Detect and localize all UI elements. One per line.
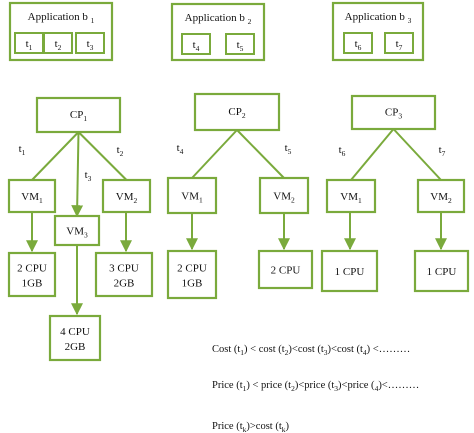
cluster2-vm-box-1: [166, 176, 218, 215]
task-label-4: t4: [193, 39, 200, 53]
cluster3-vm-box-2: [416, 178, 466, 214]
edge-cp2-vm1: [191, 129, 238, 179]
cluster2-vm-label-2: VM2: [273, 191, 295, 205]
cluster3-vm-label-1: VM1: [340, 191, 362, 205]
cp-label-1: CP1: [70, 109, 87, 123]
cluster2-resource-box-1: [166, 249, 218, 300]
edge-label-t6: t6: [339, 144, 346, 158]
cluster1-vm-box-3: [53, 214, 101, 247]
cp-box-2: [193, 92, 281, 132]
cluster1-vm-label-2: VM2: [116, 191, 138, 205]
formula-line-2: Price (t1) < price (t2)<price (t3)<price…: [212, 380, 419, 393]
cluster3-resource-label-1: 1 CPU: [335, 266, 365, 278]
edge-cp1-vm3: [77, 131, 128, 181]
cluster1-resource-box-3: [94, 251, 154, 298]
task-label-6: t6: [355, 38, 362, 52]
edge-cp3-vm2: [392, 128, 442, 181]
cluster1-resource-box-1: [7, 251, 57, 298]
cluster3-resource-box-1: [320, 249, 379, 293]
task-label-7: t7: [396, 38, 403, 52]
cluster3-vm-label-2: VM2: [430, 191, 452, 205]
edge-label-t7: t7: [439, 144, 446, 158]
formula-line-3: Price (tk)>cost (tk): [212, 421, 290, 433]
cluster1-vm-box-1: [7, 178, 57, 214]
cluster3-resource-label-2: 1 CPU: [427, 266, 457, 278]
cluster1-resource-box-2: [48, 314, 102, 362]
edge-label-t3: t3: [85, 169, 92, 183]
application-title-2: Application b 2: [185, 12, 252, 26]
task-label-5: t5: [237, 39, 244, 53]
task-box-3: [75, 32, 105, 54]
cluster2-vm-label-1: VM1: [181, 191, 203, 205]
cluster3-vm-box-1: [325, 178, 377, 214]
task-box-6: [343, 32, 373, 54]
cluster3-resource-box-2: [413, 249, 470, 293]
edge-label-t5: t5: [285, 142, 292, 156]
edge-label-t1: t1: [19, 143, 26, 157]
task-box-7: [384, 32, 414, 54]
cluster2-resource-label-2: 2 CPU: [271, 265, 301, 277]
edge-cp1-vm2: [71, 131, 84, 218]
cluster1-vm-label-3: VM3: [66, 226, 88, 240]
edge-label-t4: t4: [177, 142, 184, 156]
formula-line-1: Cost (t1) < cost (t2)<cost (t3)<cost (t4…: [212, 344, 410, 357]
edge-cp2-vm2: [236, 129, 285, 179]
cp-box-1: [35, 96, 122, 134]
application-title-3: Application b 3: [345, 11, 412, 25]
cluster2-resource-box-2: [257, 249, 314, 290]
edge-cp1-vm1: [31, 131, 80, 181]
task-label-2: t2: [55, 38, 62, 52]
application-title-1: Application b 1: [28, 11, 95, 25]
cluster1-vm-label-1: VM1: [21, 191, 43, 205]
edge-cp3-vm1: [350, 128, 395, 181]
task-box-2: [43, 32, 73, 54]
task-box-5: [225, 33, 255, 55]
cp-label-2: CP2: [228, 106, 245, 120]
task-label-3: t3: [87, 38, 94, 52]
edge-label-t2: t2: [117, 144, 124, 158]
cp-label-3: CP3: [385, 107, 402, 121]
cluster2-vm-box-2: [258, 176, 310, 215]
cluster1-vm-box-2: [101, 178, 152, 214]
task-label-1: t1: [26, 38, 33, 52]
cp-box-3: [350, 94, 437, 131]
task-box-4: [181, 33, 211, 55]
